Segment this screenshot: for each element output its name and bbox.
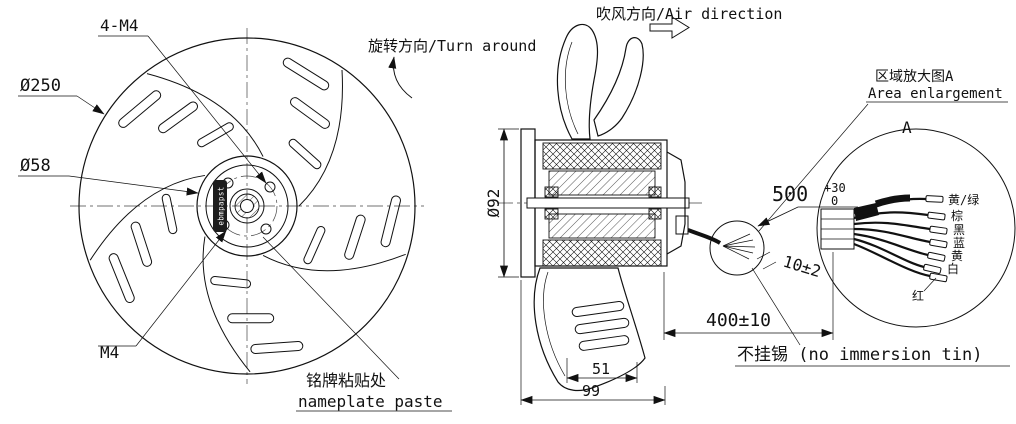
rotation-arrow (388, 56, 413, 99)
no-tin-label: 不挂锡 (no immersion tin) (737, 345, 982, 365)
cable-gland (675, 215, 689, 235)
wire-label-white: 白 (947, 261, 959, 276)
dim-51: 51 (592, 360, 610, 378)
mounting-hole (264, 181, 276, 193)
bearing (648, 208, 662, 220)
brand-text: ebmpapst (217, 186, 226, 225)
detail-a-view: 区域放大图A Area enlargement A (758, 69, 1016, 328)
detail-circle (816, 128, 1016, 328)
bottom-blade (533, 267, 646, 392)
wire-label-blue: 蓝 (953, 236, 965, 250)
dim-dia92: Ø92 (484, 189, 503, 218)
leader-4m4 (147, 35, 267, 184)
shaft-bore (240, 199, 254, 213)
fan-blade (114, 68, 278, 174)
winding-top (542, 142, 662, 170)
dim-line-500 (757, 206, 858, 227)
detail-balloon (709, 220, 765, 276)
cable (687, 228, 722, 245)
hub-middle-circle (205, 164, 289, 248)
end-cap (666, 151, 686, 255)
top-blade-rear (593, 37, 644, 137)
blade-slot (571, 301, 625, 317)
fan-front-view: ebmpapst 4-M4 Ø250 Ø58 M4 (18, 16, 424, 384)
fan-outer-rim (78, 37, 416, 375)
bearing (544, 208, 559, 220)
dim-500-tol-lower: 0 (831, 194, 838, 208)
top-blade-detail (564, 41, 579, 135)
nameplate-label-en: nameplate paste (298, 392, 443, 411)
shrink-sleeve-yellow-green-wire (874, 194, 911, 208)
winding-bottom (542, 239, 662, 267)
shaft (526, 197, 690, 209)
dim-99: 99 (582, 382, 600, 400)
fan-blade (81, 149, 220, 308)
stator-top (548, 170, 656, 196)
leader-red-wire (923, 277, 937, 292)
fan-blade (281, 55, 343, 207)
rotation-annotation: 旋转方向/Turn around (368, 37, 536, 99)
brand-label (213, 180, 227, 232)
wire-label-brown: 棕 (951, 208, 963, 223)
wire-splay (722, 233, 756, 260)
blade-slot (574, 317, 630, 335)
leader-nameplate (262, 236, 400, 380)
fan-blade (169, 225, 308, 384)
detail-ref-en: Area enlargement (868, 86, 1003, 102)
nameplate-annotation: 铭牌粘贴处 nameplate paste (296, 371, 452, 412)
wire-label-yellow-green: 黄/绿 (948, 192, 979, 207)
label-4m4: 4-M4 (100, 16, 139, 35)
no-tin-annotation: 不挂锡 (no immersion tin) (735, 267, 1010, 367)
bearing (544, 186, 559, 198)
tick-line (762, 261, 777, 270)
dim-400: 400±10 (706, 310, 771, 331)
label-dia250: Ø250 (20, 76, 61, 96)
leader-detail-a (758, 103, 869, 232)
label-m4: M4 (100, 343, 119, 362)
wire-label-yellow: 黄 (951, 249, 963, 263)
bottom-blade-detail (543, 271, 566, 377)
air-direction-annotation: 吹风方向/Air direction (596, 5, 782, 39)
air-direction-label: 吹风方向/Air direction (596, 5, 782, 23)
tick-line (756, 251, 771, 260)
rotation-label: 旋转方向/Turn around (368, 37, 536, 55)
air-direction-arrow-icon (649, 16, 690, 39)
nameplate-label-cn: 铭牌粘贴处 (306, 371, 386, 390)
stator-bottom (548, 213, 656, 239)
dim-10: 10±2 (781, 252, 823, 281)
leader-no-tin (751, 267, 801, 346)
fan-blade (257, 192, 420, 298)
wire-label-black: 黑 (953, 223, 965, 237)
bearing (648, 186, 662, 198)
leader-m4 (135, 230, 227, 347)
dim-500: 500 (772, 182, 808, 206)
tinned-wire-ends (923, 195, 948, 283)
label-dia58: Ø58 (20, 156, 51, 176)
detail-letter: A (902, 118, 912, 137)
leader-dia250 (76, 95, 105, 115)
blade-slot (578, 335, 630, 351)
mounting-hole (260, 223, 272, 235)
motor-section-view: Ø92 500 +30 0 10±2 400±10 51 99 (484, 23, 858, 405)
top-blade (556, 23, 599, 140)
dim-500-tol-upper: +30 (824, 181, 846, 195)
wire-label-red: 红 (912, 288, 924, 303)
wire-bundle (853, 197, 931, 278)
hub-outer-circle (196, 155, 298, 257)
leader-dia58 (68, 175, 199, 196)
hub-inner-circle (229, 188, 265, 224)
detail-ref-cn: 区域放大图A (875, 69, 954, 85)
